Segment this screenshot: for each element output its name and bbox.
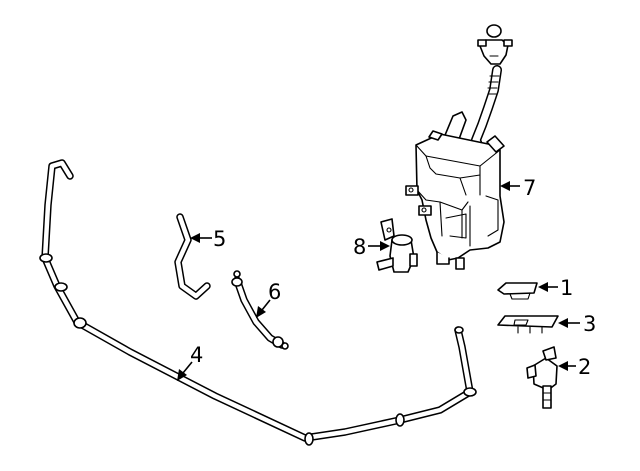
callout-6: 6 (268, 280, 281, 304)
part-6-hose-with-fittings (231, 270, 289, 350)
arrow-6 (256, 306, 266, 318)
callout-5: 5 (213, 227, 226, 251)
arrow-5 (190, 233, 200, 243)
callout-1: 1 (560, 276, 573, 300)
part-7-washer-reservoir (405, 24, 513, 270)
callout-2: 2 (578, 355, 591, 379)
part-1-cover (497, 282, 538, 300)
callout-4: 4 (190, 343, 203, 367)
callout-leaders (177, 181, 580, 381)
callout-labels: 1 2 3 4 5 6 7 8 (190, 176, 596, 379)
part-4-washer-hose (39, 159, 477, 446)
arrow-3 (558, 318, 568, 328)
part-5-curved-hose (174, 213, 211, 300)
callout-8: 8 (353, 235, 366, 259)
arrow-1 (538, 282, 548, 292)
part-8-washer-pump (376, 218, 418, 273)
callout-7: 7 (523, 176, 536, 200)
arrow-8 (380, 241, 390, 251)
arrow-7 (500, 181, 510, 191)
callout-3: 3 (583, 312, 596, 336)
arrow-4 (177, 369, 187, 381)
part-2-pump-motor (526, 346, 558, 409)
part-3-bracket (497, 315, 559, 334)
arrow-2 (558, 361, 568, 371)
